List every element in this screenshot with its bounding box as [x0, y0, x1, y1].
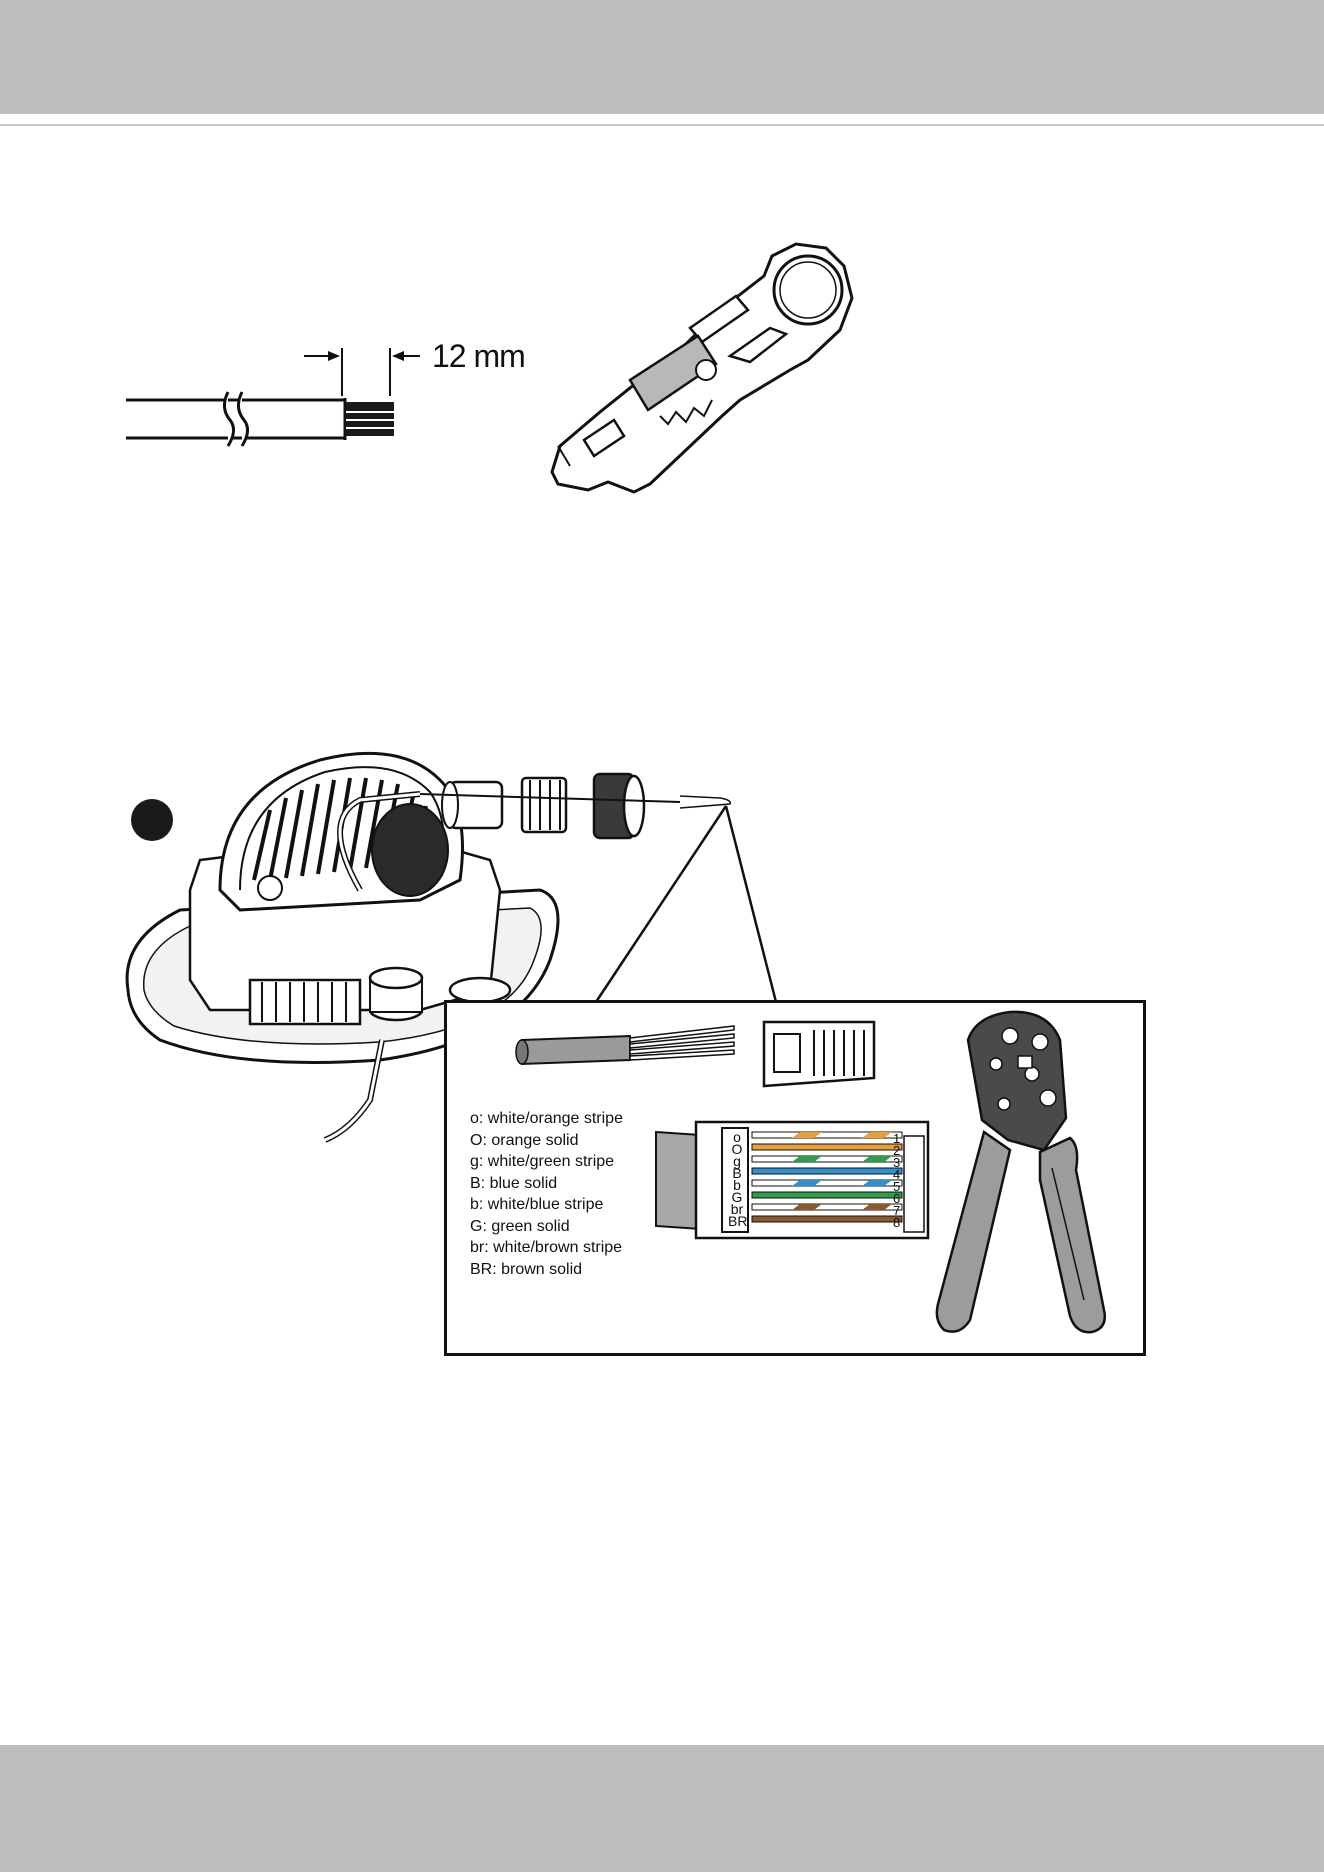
page-header-band	[0, 0, 1324, 114]
wire-pin-6	[752, 1192, 902, 1198]
wire-pin-8	[752, 1216, 902, 1222]
legend-item: O: orange solid	[470, 1130, 670, 1152]
wire-pin-7	[752, 1204, 902, 1210]
wire-pin-4	[752, 1168, 902, 1174]
wire-pin-1	[752, 1132, 902, 1138]
pin-number-label: 8	[893, 1216, 900, 1229]
strip-length-label: 12 mm	[432, 338, 525, 375]
legend-item: b: white/blue stripe	[470, 1194, 670, 1216]
pinout-diagram	[656, 1122, 928, 1238]
header-divider	[0, 124, 1324, 126]
step-marker-icon	[131, 799, 173, 841]
cable-strip-diagram	[120, 330, 420, 450]
legend-item: B: blue solid	[470, 1173, 670, 1195]
wire-pin-3	[752, 1156, 902, 1162]
wire-color-legend: o: white/orange stripe O: orange solid g…	[470, 1108, 670, 1280]
legend-item: g: white/green stripe	[470, 1151, 670, 1173]
legend-item: o: white/orange stripe	[470, 1108, 670, 1130]
legend-item: G: green solid	[470, 1216, 670, 1238]
rj45-plug-illustration	[764, 1022, 874, 1086]
wire-pin-2	[752, 1144, 902, 1150]
legend-item: BR: brown solid	[470, 1259, 670, 1281]
pin-code-label: BR	[728, 1215, 746, 1228]
wire-pin-5	[752, 1180, 902, 1186]
wire-stripper-illustration	[540, 240, 860, 510]
page-footer-band	[0, 1745, 1324, 1872]
legend-item: br: white/brown stripe	[470, 1237, 670, 1259]
